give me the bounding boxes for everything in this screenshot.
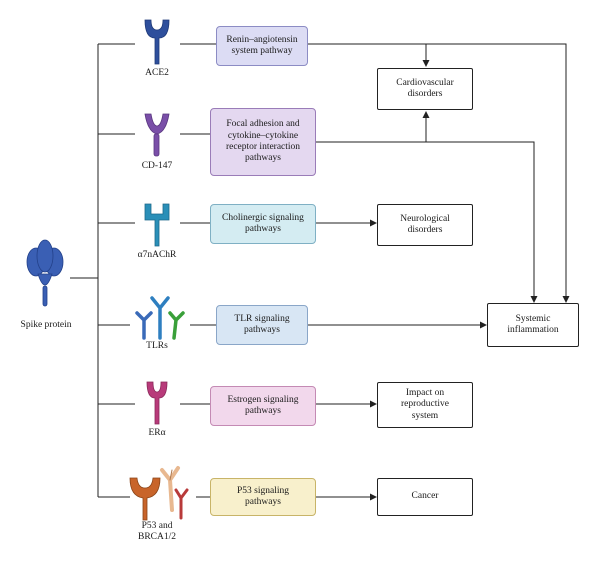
pathway-box-p53: P53 signaling pathways (210, 478, 316, 516)
outcome-arrows (308, 43, 570, 501)
outcome-box-cardiovascular: Cardiovascular disorders (377, 68, 473, 110)
receptor-label-ace2: ACE2 (145, 68, 169, 78)
ace2-receptor-icon (144, 19, 170, 65)
outcome-box-neurological: Neurological disorders (377, 204, 473, 246)
spike-protein-label: Spike protein (20, 320, 72, 330)
receptor-label-cd147: CD-147 (141, 161, 173, 171)
receptor-label-a7nachr: α7nAChR (137, 250, 177, 260)
receptor-label-tlrs: TLRs (146, 341, 168, 351)
spike-protein-icon (26, 239, 64, 307)
p53-brca-receptor-icon (129, 466, 189, 521)
connector-lines (70, 43, 216, 498)
tlrs-receptor-icon (135, 296, 185, 340)
pathway-box-renin-angiotensin: Renin–angiotensin system pathway (216, 26, 308, 66)
cd147-receptor-icon (144, 113, 170, 157)
pathway-box-focal-adhesion: Focal adhesion and cytokine–cytokine rec… (210, 108, 316, 176)
a7nachr-receptor-icon (144, 203, 170, 247)
outcome-box-reproductive: Impact on reproductive system (377, 382, 473, 428)
outcome-box-systemic-inflammation: Systemic inflammation (487, 303, 579, 347)
outcome-box-cancer: Cancer (377, 478, 473, 516)
pathway-box-tlr: TLR signaling pathways (216, 305, 308, 345)
receptor-label-era: ERα (148, 428, 166, 438)
pathway-box-cholinergic: Cholinergic signaling pathways (210, 204, 316, 244)
pathway-box-estrogen: Estrogen signaling pathways (210, 386, 316, 426)
era-receptor-icon (146, 381, 168, 425)
receptor-label-p53-brca: P53 and BRCA1/2 (137, 521, 176, 542)
